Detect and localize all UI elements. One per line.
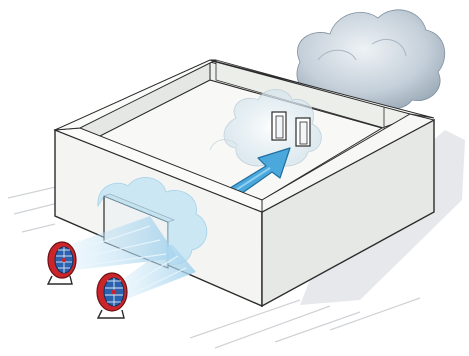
window-left xyxy=(272,112,286,140)
ventilation-fan-icon xyxy=(97,273,127,318)
window-right xyxy=(296,118,310,146)
ventilation-fan-icon xyxy=(48,242,76,284)
